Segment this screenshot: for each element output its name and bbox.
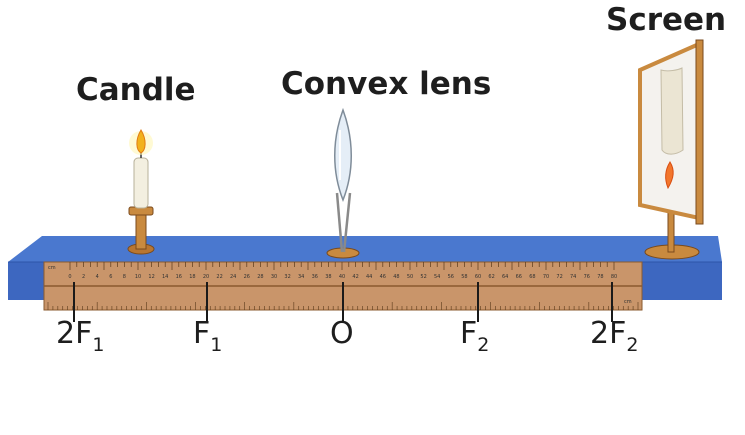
scale-tick-label: 72 (556, 274, 562, 280)
scale-tick-label: 38 (325, 274, 331, 280)
scale-tick-label: 68 (529, 274, 535, 280)
scale-tick-label: 46 (380, 274, 386, 280)
bench-top (8, 236, 722, 262)
scale-tick-label: 42 (352, 274, 358, 280)
scale-tick-label: 32 (284, 274, 290, 280)
scale-tick-label: 58 (461, 274, 467, 280)
lens-glass (334, 107, 352, 203)
scale-tick-label: 66 (516, 274, 522, 280)
point-label-f1: F1 (193, 316, 223, 356)
image-candle (660, 67, 684, 155)
scale-tick-label: 22 (216, 274, 222, 280)
screen-post (667, 207, 675, 253)
candle-flame (136, 129, 146, 154)
scale-tick-label: 40 (339, 274, 345, 280)
scale-tick-label: 18 (189, 274, 195, 280)
scale-tick-label: 2 (82, 274, 85, 280)
scale-tick-label: 70 (543, 274, 549, 280)
candle-label: Candle (76, 72, 196, 108)
point-label-o: O (330, 316, 354, 351)
scale-tick-label: 14 (162, 274, 168, 280)
scale-tick-label: 44 (366, 274, 372, 280)
scale-tick-label: 64 (502, 274, 508, 280)
scale-tick-label: 24 (230, 274, 236, 280)
candle (127, 129, 155, 255)
scale-tick-label: 26 (244, 274, 250, 280)
scale-tick-label: 50 (407, 274, 413, 280)
scale-unit-top: cm (48, 265, 56, 271)
scale-tick-label: 30 (271, 274, 277, 280)
scale-tick-label: 80 (611, 274, 617, 280)
scale-tick-label: 16 (176, 274, 182, 280)
scale-tick-label: 48 (393, 274, 399, 280)
scale-tick-label: 36 (312, 274, 318, 280)
scale-tick-label: 28 (257, 274, 263, 280)
image-flame (665, 161, 674, 190)
scale-tick-label: 10 (135, 274, 141, 280)
scale-tick-label: 60 (475, 274, 481, 280)
scale-tick-label: 6 (109, 274, 112, 280)
point-label-f2: F2 (460, 316, 490, 356)
screen-label: Screen (606, 2, 727, 38)
scale-tick-label: 8 (123, 274, 126, 280)
scale-tick-label: 76 (584, 274, 590, 280)
lens-stand-right (342, 192, 352, 253)
lens-label: Convex lens (281, 66, 492, 102)
point-label-2f1: 2F1 (56, 316, 105, 356)
scale-tick-label: 12 (148, 274, 154, 280)
scale-tick-label: 54 (434, 274, 440, 280)
scale-tick-label: 0 (68, 274, 71, 280)
scale-unit-bottom: cm (624, 299, 632, 305)
scale-tick-label: 78 (597, 274, 603, 280)
scale-tick-label: 52 (420, 274, 426, 280)
scale-tick-label: 34 (298, 274, 304, 280)
lens-stand-left (335, 192, 344, 253)
candle-stand-post (135, 213, 147, 250)
scale-tick-label: 4 (96, 274, 99, 280)
candle-wax (133, 157, 149, 209)
scale-tick-label: 20 (203, 274, 209, 280)
screen (638, 39, 704, 260)
point-markers (73, 282, 613, 322)
convex-lens (326, 107, 360, 259)
scale-tick-label: 56 (448, 274, 454, 280)
point-label-2f2: 2F2 (590, 316, 639, 356)
screen-post-top (695, 39, 704, 225)
scale-tick-label: 74 (570, 274, 576, 280)
scale-tick-label: 62 (488, 274, 494, 280)
lens-base (326, 247, 360, 259)
